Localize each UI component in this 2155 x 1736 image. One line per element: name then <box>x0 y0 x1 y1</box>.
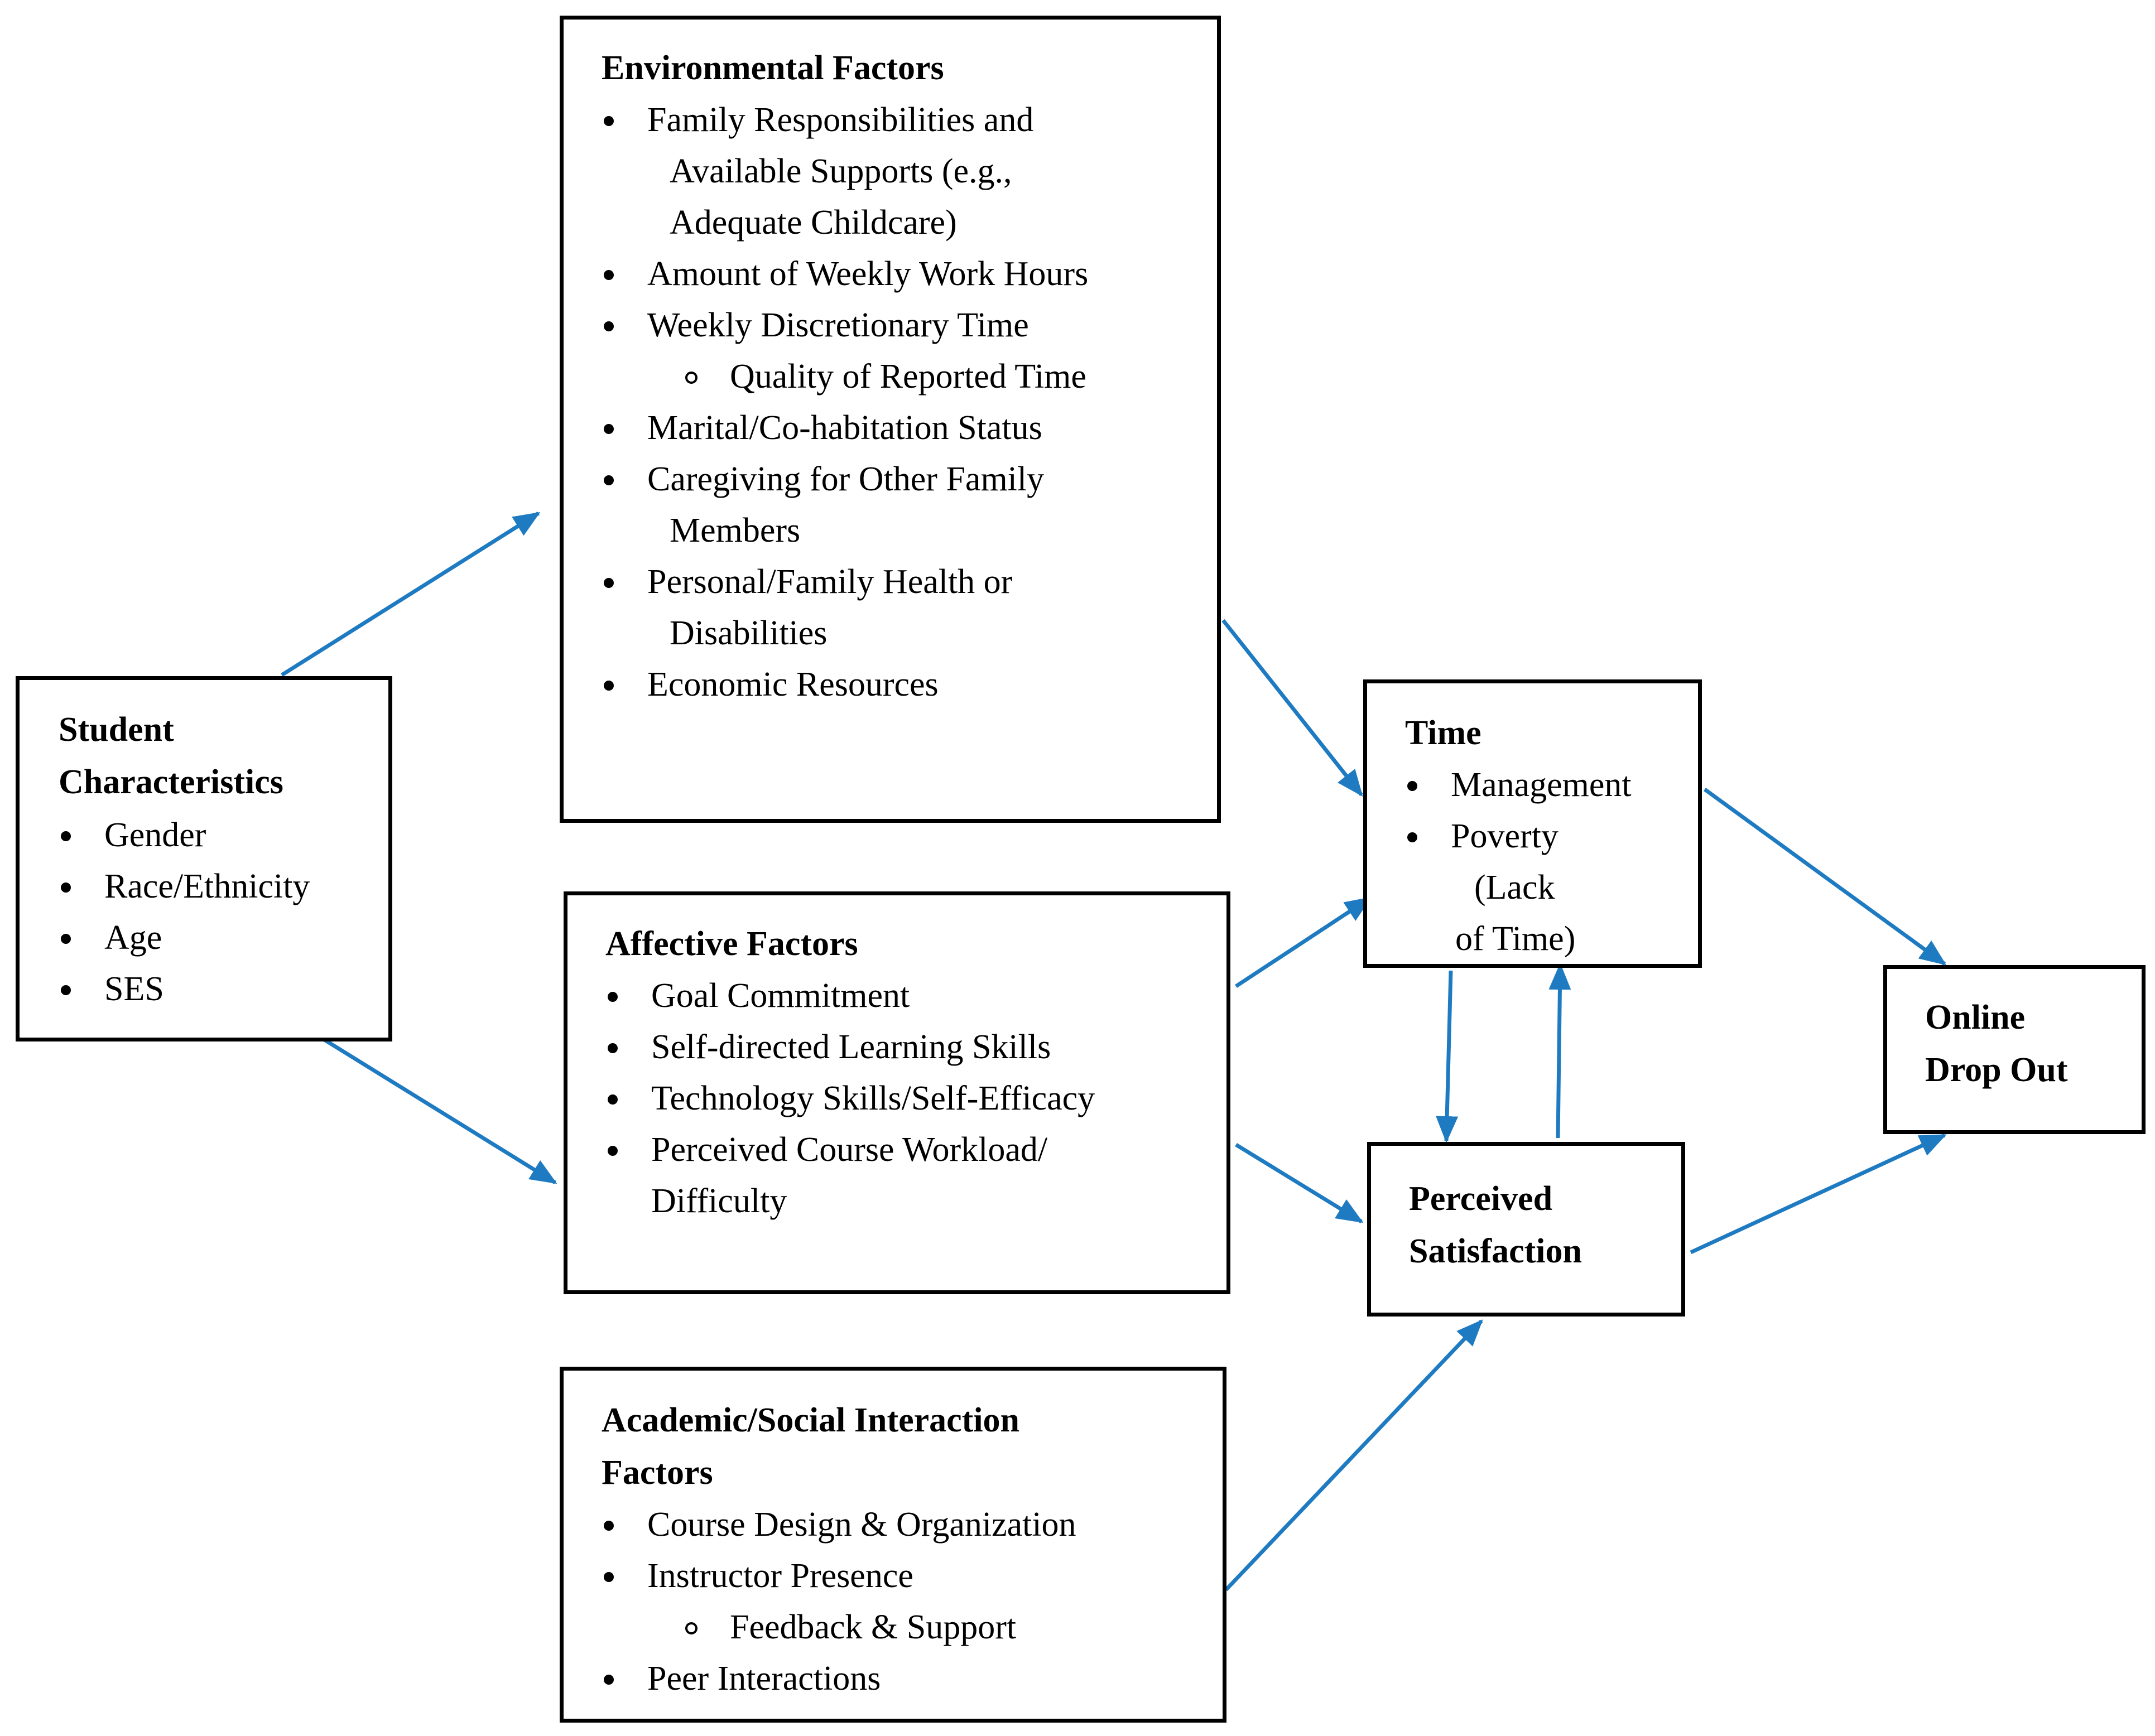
satisfaction-title-line1: Perceived <box>1409 1180 1553 1218</box>
bullet-icon <box>1407 811 1441 862</box>
environmental-list: Family Responsibilities and Available Su… <box>602 94 1217 710</box>
bullet-icon <box>604 1550 637 1602</box>
dropout-title-line2: Drop Out <box>1925 1051 2068 1089</box>
time-list: Management Poverty (Lack of Time) <box>1405 759 1698 965</box>
affective-list: Goal Commitment Self-directed Learning S… <box>605 970 1226 1227</box>
student-list: Gender Race/Ethnicity Age SES <box>59 809 388 1015</box>
arrow-satisfaction-to-time <box>1548 963 1571 1139</box>
perceived-satisfaction-box: Perceived Satisfaction <box>1367 1142 1685 1317</box>
list-item: SES <box>59 963 388 1015</box>
bullet-icon <box>608 1073 641 1124</box>
academic-social-factors-box: Academic/Social Interaction Factors Cour… <box>560 1367 1226 1723</box>
bullet-icon <box>604 556 637 607</box>
bullet-icon <box>608 970 641 1021</box>
bullet-icon <box>61 809 94 861</box>
bullet-icon <box>604 1499 637 1550</box>
list-item: Age <box>59 912 388 963</box>
affective-title: Affective Factors <box>605 925 858 963</box>
list-item: Marital/Co-habitation Status <box>602 402 1217 454</box>
list-item: Peer Interactions <box>602 1653 1223 1704</box>
academic-title-line2: Factors <box>602 1454 713 1492</box>
list-item: Technology Skills/Self-Efficacy <box>605 1073 1226 1124</box>
academic-title-line1: Academic/Social Interaction <box>602 1401 1020 1439</box>
list-item: Instructor Presence <box>602 1550 1223 1602</box>
list-item: Race/Ethnicity <box>59 861 388 912</box>
bullet-icon <box>1407 759 1441 811</box>
arrow-affective-to-time <box>1235 896 1372 988</box>
bullet-icon <box>61 912 94 963</box>
hollow-bullet-icon <box>685 351 719 402</box>
environmental-title: Environmental Factors <box>602 49 944 87</box>
list-item: Poverty (Lack of Time) <box>1405 811 1698 965</box>
student-title-line2: Characteristics <box>59 763 283 801</box>
dropout-title-line1: Online <box>1925 999 2026 1036</box>
bullet-icon <box>604 248 637 300</box>
environmental-factors-box: Environmental Factors Family Responsibil… <box>560 16 1221 823</box>
academic-list: Course Design & Organization Instructor … <box>602 1499 1223 1704</box>
list-item: Personal/Family Health or Disabilities <box>602 556 1217 659</box>
arrow-satisfaction-to-dropout <box>1690 1133 1947 1255</box>
bullet-icon <box>604 659 637 710</box>
list-item: Family Responsibilities and Available Su… <box>602 94 1217 248</box>
bullet-icon <box>604 454 637 505</box>
bullet-icon <box>608 1021 641 1073</box>
arrow-academic-to-satisfaction <box>1224 1319 1483 1592</box>
time-box: Time Management Poverty (Lack of Time) <box>1363 679 1702 968</box>
list-item: Self-directed Learning Skills <box>605 1021 1226 1073</box>
sub-list-item: Quality of Reported Time <box>602 351 1217 402</box>
time-title: Time <box>1405 714 1481 752</box>
bullet-icon <box>604 1653 637 1704</box>
arrow-time-to-dropout <box>1703 788 1947 966</box>
list-item: Gender <box>59 809 388 861</box>
bullet-icon <box>61 861 94 912</box>
affective-factors-box: Affective Factors Goal Commitment Self-d… <box>564 891 1230 1294</box>
list-item: Caregiving for Other Family Members <box>602 454 1217 556</box>
list-item: Amount of Weekly Work Hours <box>602 248 1217 300</box>
arrow-environmental-to-time <box>1221 619 1363 797</box>
bullet-icon <box>608 1124 641 1175</box>
online-drop-out-box: Online Drop Out <box>1883 965 2146 1134</box>
arrow-student-to-environmental <box>281 512 541 677</box>
bullet-icon <box>604 300 637 351</box>
list-item: Economic Resources <box>602 659 1217 710</box>
student-title-line1: Student <box>59 711 174 749</box>
arrow-affective-to-satisfaction <box>1235 1143 1364 1223</box>
list-item: Management <box>1405 759 1698 811</box>
arrow-student-to-affective <box>320 1036 557 1184</box>
arrow-time-to-satisfaction <box>1436 970 1459 1143</box>
list-item: Goal Commitment <box>605 970 1226 1021</box>
hollow-bullet-icon <box>685 1602 719 1653</box>
student-characteristics-box: Student Characteristics Gender Race/Ethn… <box>16 676 392 1041</box>
sub-list-item: Feedback & Support <box>602 1602 1223 1653</box>
satisfaction-title-line2: Satisfaction <box>1409 1232 1582 1270</box>
bullet-icon <box>604 402 637 454</box>
list-item: Weekly Discretionary Time <box>602 300 1217 351</box>
list-item: Perceived Course Workload/ Difficulty <box>605 1124 1226 1227</box>
bullet-icon <box>61 963 94 1015</box>
list-item: Course Design & Organization <box>602 1499 1223 1550</box>
bullet-icon <box>604 94 637 146</box>
